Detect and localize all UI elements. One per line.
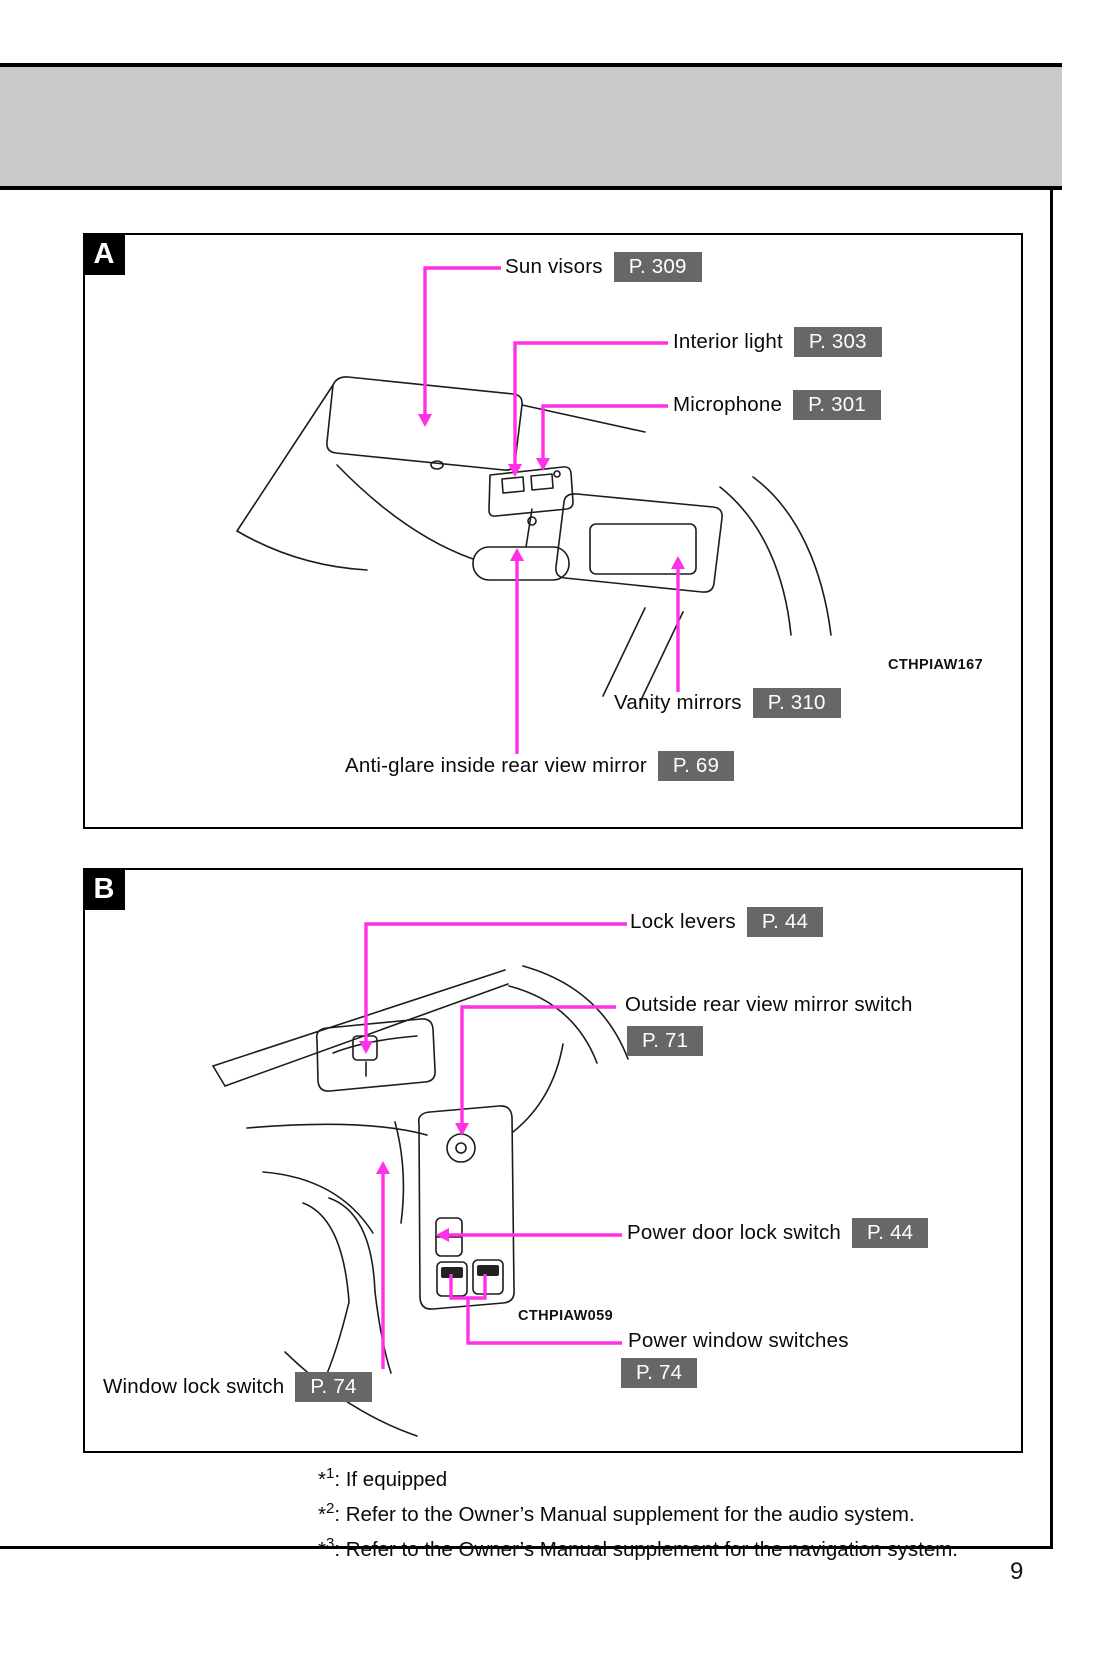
figure-code-b: CTHPIAW059 xyxy=(518,1308,614,1324)
leader-interior-light xyxy=(508,341,668,477)
callout-power-window-switches: Power window switches xyxy=(628,1326,849,1356)
car-interior-sketch xyxy=(236,376,832,701)
leader-power-door-lock-switch xyxy=(436,1228,622,1242)
callout-lock-levers-label: Lock levers xyxy=(630,910,736,933)
callout-microphone: Microphone P. 301 xyxy=(673,390,881,420)
callout-outside-mirror-switch-ref: P. 71 xyxy=(627,1026,704,1056)
callout-anti-glare-mirror-label: Anti-glare inside rear view mirror xyxy=(345,754,647,777)
callout-interior-light-label: Interior light xyxy=(673,330,783,353)
page-ref-badge-vanity-mirrors: P. 310 xyxy=(752,688,841,718)
leader-anti-glare-mirror xyxy=(510,548,524,754)
page-frame-bottom-rule xyxy=(0,1546,1053,1549)
callout-vanity-mirrors-label: Vanity mirrors xyxy=(614,691,742,714)
panel-a-marker: A xyxy=(83,233,125,275)
leader-microphone xyxy=(536,404,668,471)
page-frame-right-rule xyxy=(1050,189,1053,1548)
footnote-1: *1: If equipped xyxy=(318,1459,958,1494)
page-ref-badge-microphone: P. 301 xyxy=(793,390,881,420)
callout-interior-light: Interior light P. 303 xyxy=(673,327,882,357)
page-ref-badge-window-lock-switch: P. 74 xyxy=(295,1372,372,1402)
footnote-2-text: : Refer to the Owner’s Manual supplement… xyxy=(334,1502,915,1526)
header-band xyxy=(0,63,1062,190)
callout-anti-glare-mirror: Anti-glare inside rear view mirror P. 69 xyxy=(345,751,735,781)
callout-lock-levers: Lock levers P. 44 xyxy=(630,907,824,937)
callout-window-lock-switch: Window lock switch P. 74 xyxy=(103,1372,372,1402)
page-ref-badge-power-window-switches: P. 74 xyxy=(621,1358,698,1388)
page-ref-badge-interior-light: P. 303 xyxy=(793,327,882,357)
callout-window-lock-switch-label: Window lock switch xyxy=(103,1375,285,1398)
footnote-2-star: * xyxy=(318,1502,326,1526)
figure-panel-b: B xyxy=(83,868,1023,1453)
page-number: 9 xyxy=(1010,1558,1024,1585)
callout-microphone-label: Microphone xyxy=(673,393,783,416)
footnote-3-number: 3 xyxy=(325,1534,335,1552)
page-ref-badge-lock-levers: P. 44 xyxy=(746,907,824,937)
page-ref-badge-outside-mirror-switch: P. 71 xyxy=(627,1026,704,1056)
callout-vanity-mirrors: Vanity mirrors P. 310 xyxy=(614,688,841,718)
leader-sun-visors xyxy=(418,266,501,427)
callout-power-window-switches-label: Power window switches xyxy=(628,1329,849,1352)
figure-panel-a: A xyxy=(83,233,1023,829)
callout-outside-mirror-switch-label: Outside rear view mirror switch xyxy=(625,993,913,1016)
leader-window-lock-switch xyxy=(376,1161,390,1369)
door-panel-drawing xyxy=(212,922,629,1437)
callout-power-door-lock-switch: Power door lock switch P. 44 xyxy=(627,1218,929,1248)
page-ref-badge-anti-glare-mirror: P. 69 xyxy=(657,751,735,781)
callout-power-door-lock-switch-label: Power door lock switch xyxy=(627,1221,842,1244)
overhead-console-drawing xyxy=(236,266,832,754)
callout-outside-mirror-switch: Outside rear view mirror switch xyxy=(625,990,913,1020)
callout-sun-visors-label: Sun visors xyxy=(505,255,603,278)
leader-power-window-switches xyxy=(449,1274,622,1345)
footnote-2-number: 2 xyxy=(325,1499,335,1517)
footnote-1-text: : If equipped xyxy=(334,1467,448,1491)
leader-vanity-mirrors xyxy=(671,556,685,692)
leader-lock-levers xyxy=(359,922,627,1054)
figure-code-a: CTHPIAW167 xyxy=(888,657,984,673)
footnotes: *1: If equipped *2: Refer to the Owner’s… xyxy=(318,1459,958,1563)
page-ref-badge-sun-visors: P. 309 xyxy=(613,252,702,282)
footnote-3-star: * xyxy=(318,1537,326,1561)
footnote-1-number: 1 xyxy=(325,1465,335,1482)
callout-power-window-switches-ref: P. 74 xyxy=(621,1358,698,1388)
footnote-3-text: : Refer to the Owner’s Manual supplement… xyxy=(334,1537,958,1561)
panel-b-marker: B xyxy=(83,868,125,910)
callout-sun-visors: Sun visors P. 309 xyxy=(505,252,702,282)
footnote-1-star: * xyxy=(318,1467,326,1491)
page-ref-badge-power-door-lock-switch: P. 44 xyxy=(852,1218,929,1248)
footnote-3: *3: Refer to the Owner’s Manual suppleme… xyxy=(318,1529,958,1564)
door-trim-sketch xyxy=(212,965,629,1437)
footnote-2: *2: Refer to the Owner’s Manual suppleme… xyxy=(318,1494,958,1529)
leader-outside-mirror-switch xyxy=(455,1005,616,1136)
